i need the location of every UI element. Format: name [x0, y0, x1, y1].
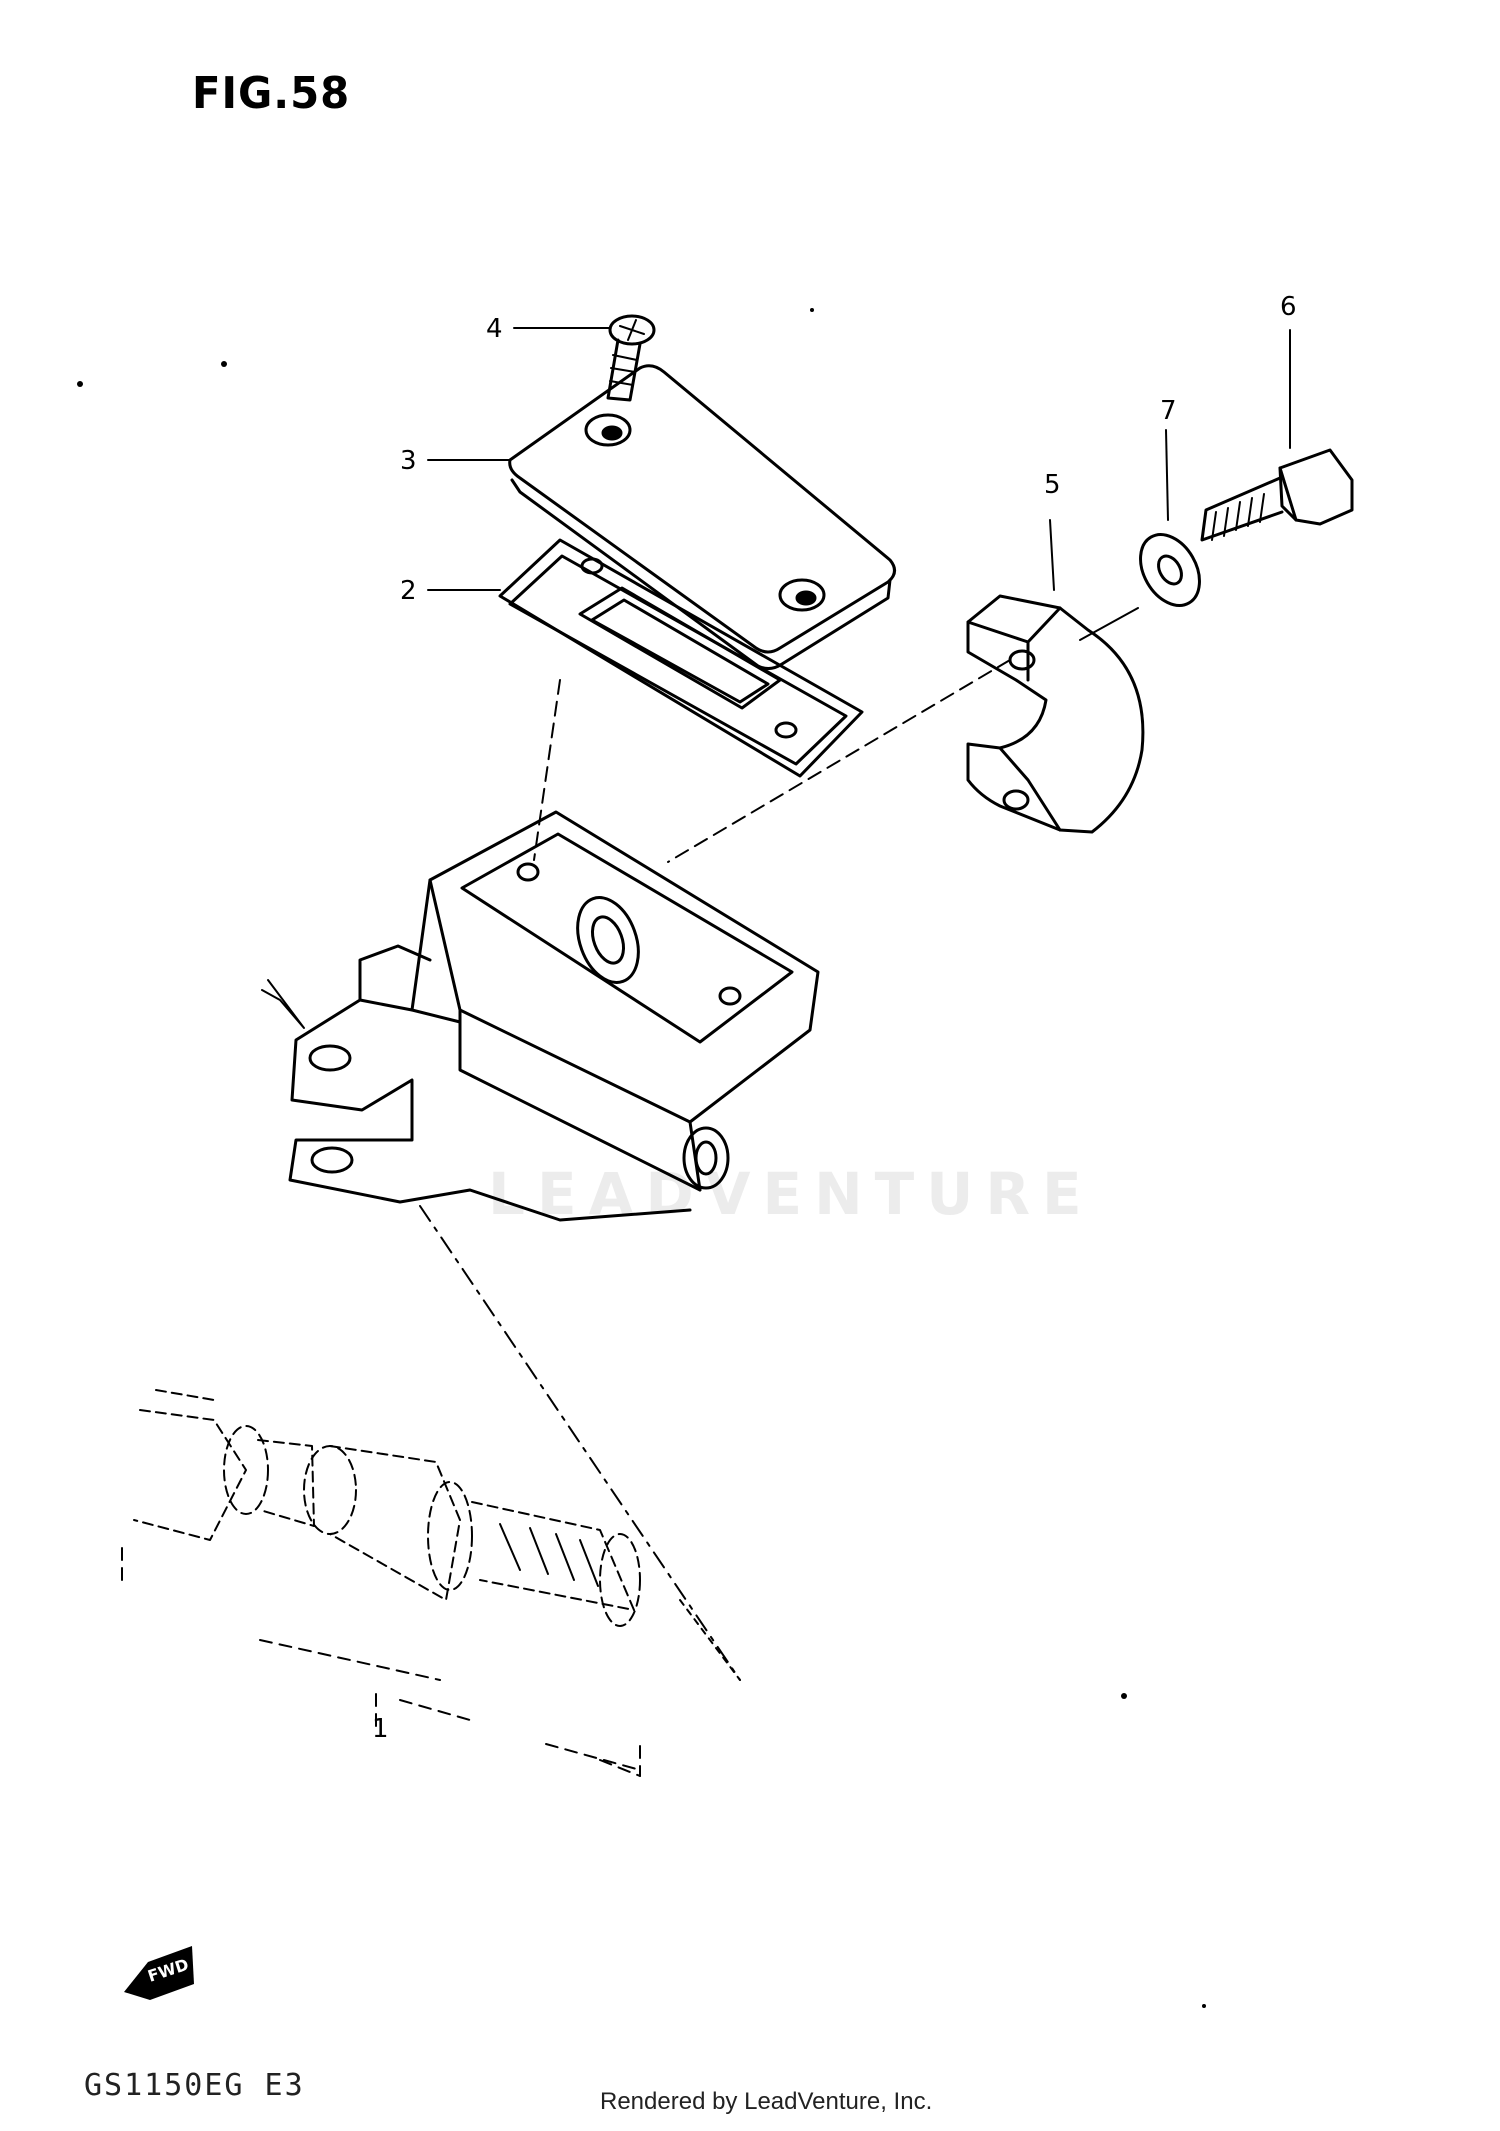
callout-2: 2: [400, 576, 417, 606]
scan-specks: [77, 308, 1206, 2008]
diaphragm-part-2: [498, 538, 864, 778]
piston-assembly-part-1: [133, 1389, 641, 1627]
model-code: GS1150EG E3: [84, 2068, 305, 2103]
figure-title: FIG.58: [192, 68, 351, 119]
callout-7: 7: [1160, 396, 1177, 426]
reservoir-cap-part-3: [508, 364, 896, 671]
render-credit: Rendered by LeadVenture, Inc.: [600, 2088, 933, 2115]
washer-part-7: [1139, 533, 1201, 607]
callout-4: 4: [486, 314, 503, 344]
master-cylinder-body: [261, 810, 820, 1222]
callout-6: 6: [1280, 292, 1297, 322]
bolt-part-6: [1200, 448, 1354, 542]
clamp-part-5: [966, 594, 1145, 834]
part-1-bracket: [121, 1547, 641, 1777]
callout-leader-lines: [419, 327, 1291, 1681]
callout-5: 5: [1044, 470, 1061, 500]
forward-arrow-icon: FWD: [124, 1946, 194, 2000]
callout-3: 3: [400, 446, 417, 476]
callout-1: 1: [372, 1714, 389, 1744]
